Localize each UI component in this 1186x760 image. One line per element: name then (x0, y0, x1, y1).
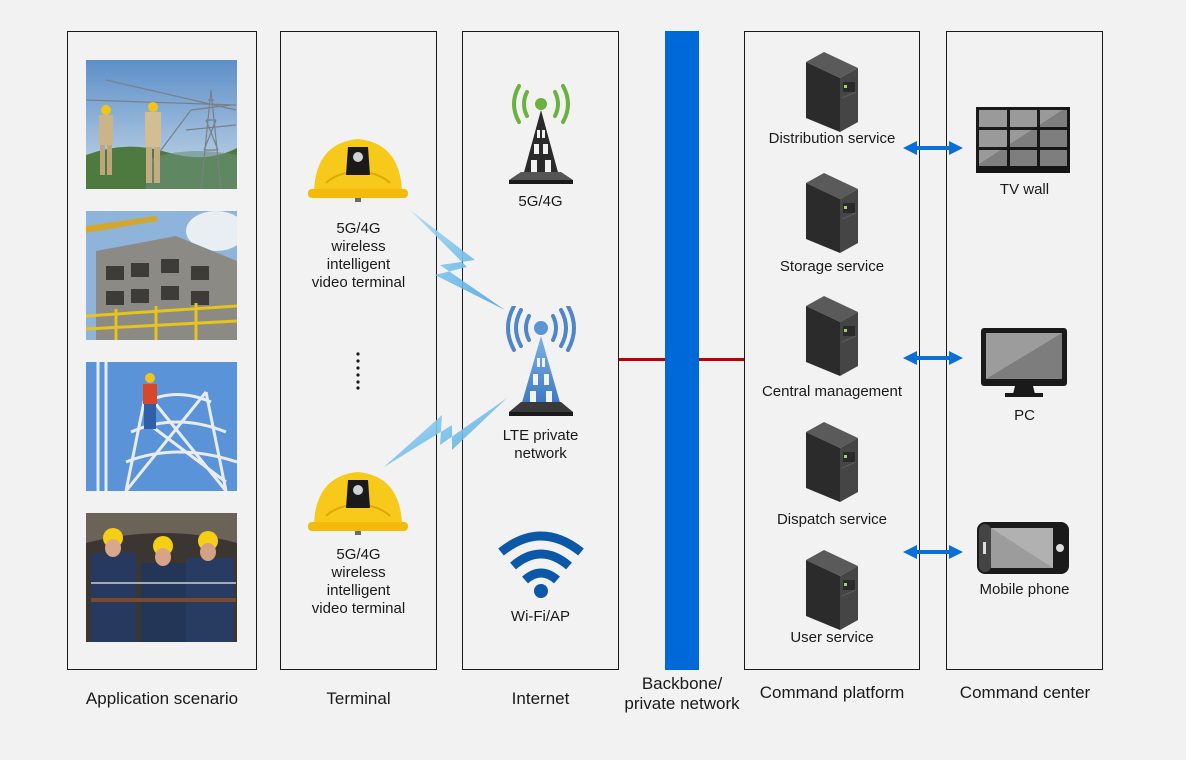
internet-backbone-link (619, 358, 665, 361)
bidirectional-arrow-mobile (903, 545, 963, 559)
cell-tower-5g-icon (505, 82, 577, 190)
column-label-application-scenario: Application scenario (85, 689, 239, 708)
column-label-command-platform: Command platform (759, 683, 905, 702)
lte-tower-icon (505, 306, 577, 418)
pc-label: PC (1014, 407, 1035, 424)
server-icon-central-management (804, 296, 860, 376)
terminal-more-ellipsis (290, 350, 427, 390)
server-icon-distribution (804, 52, 860, 132)
scenario-photo-tower-climbing (86, 362, 237, 491)
wireless-link-bolt-bottom (384, 398, 507, 467)
service-label-distribution: Distribution service (768, 130, 896, 147)
column-label-terminal: Terminal (326, 689, 391, 708)
bidirectional-arrow-pc (903, 351, 963, 365)
scenario-photo-construction (86, 211, 237, 340)
terminal-bottom-label: 5G/4G wireless intelligent video termina… (311, 546, 406, 617)
backbone-platform-link (699, 358, 744, 361)
wifi-ap-icon (495, 528, 587, 600)
terminal-top-label: 5G/4G wireless intelligent video termina… (311, 220, 406, 291)
scenario-photo-mine-workers (86, 513, 237, 642)
backbone-bar (665, 31, 699, 670)
cell-tower-label: 5G/4G (518, 193, 563, 210)
server-icon-user (804, 550, 860, 630)
wifi-ap-label: Wi-Fi/AP (510, 608, 571, 625)
helmet-camera-icon-bottom (306, 466, 410, 538)
service-label-user: User service (790, 629, 874, 646)
server-icon-dispatch (804, 422, 860, 502)
service-label-central-management: Central management (761, 383, 903, 400)
terminal-column (280, 31, 437, 670)
pc-monitor-icon (981, 328, 1067, 398)
service-label-dispatch: Dispatch service (776, 511, 888, 528)
tv-wall-label: TV wall (999, 181, 1050, 198)
column-label-command-center: Command center (959, 683, 1091, 702)
scenario-photo-power-line (86, 60, 237, 189)
server-icon-storage (804, 173, 860, 253)
bidirectional-arrow-tv-wall (903, 141, 963, 155)
lte-network-label: LTE private network (502, 427, 579, 462)
mobile-phone-icon (977, 522, 1069, 574)
wireless-link-bolt-top (410, 210, 505, 310)
column-label-internet: Internet (511, 689, 570, 708)
column-label-backbone: Backbone/ private network (624, 674, 740, 713)
service-label-storage: Storage service (779, 258, 885, 275)
tv-wall-icon (976, 107, 1070, 173)
helmet-camera-icon-top (306, 133, 410, 205)
mobile-phone-label: Mobile phone (979, 581, 1070, 598)
